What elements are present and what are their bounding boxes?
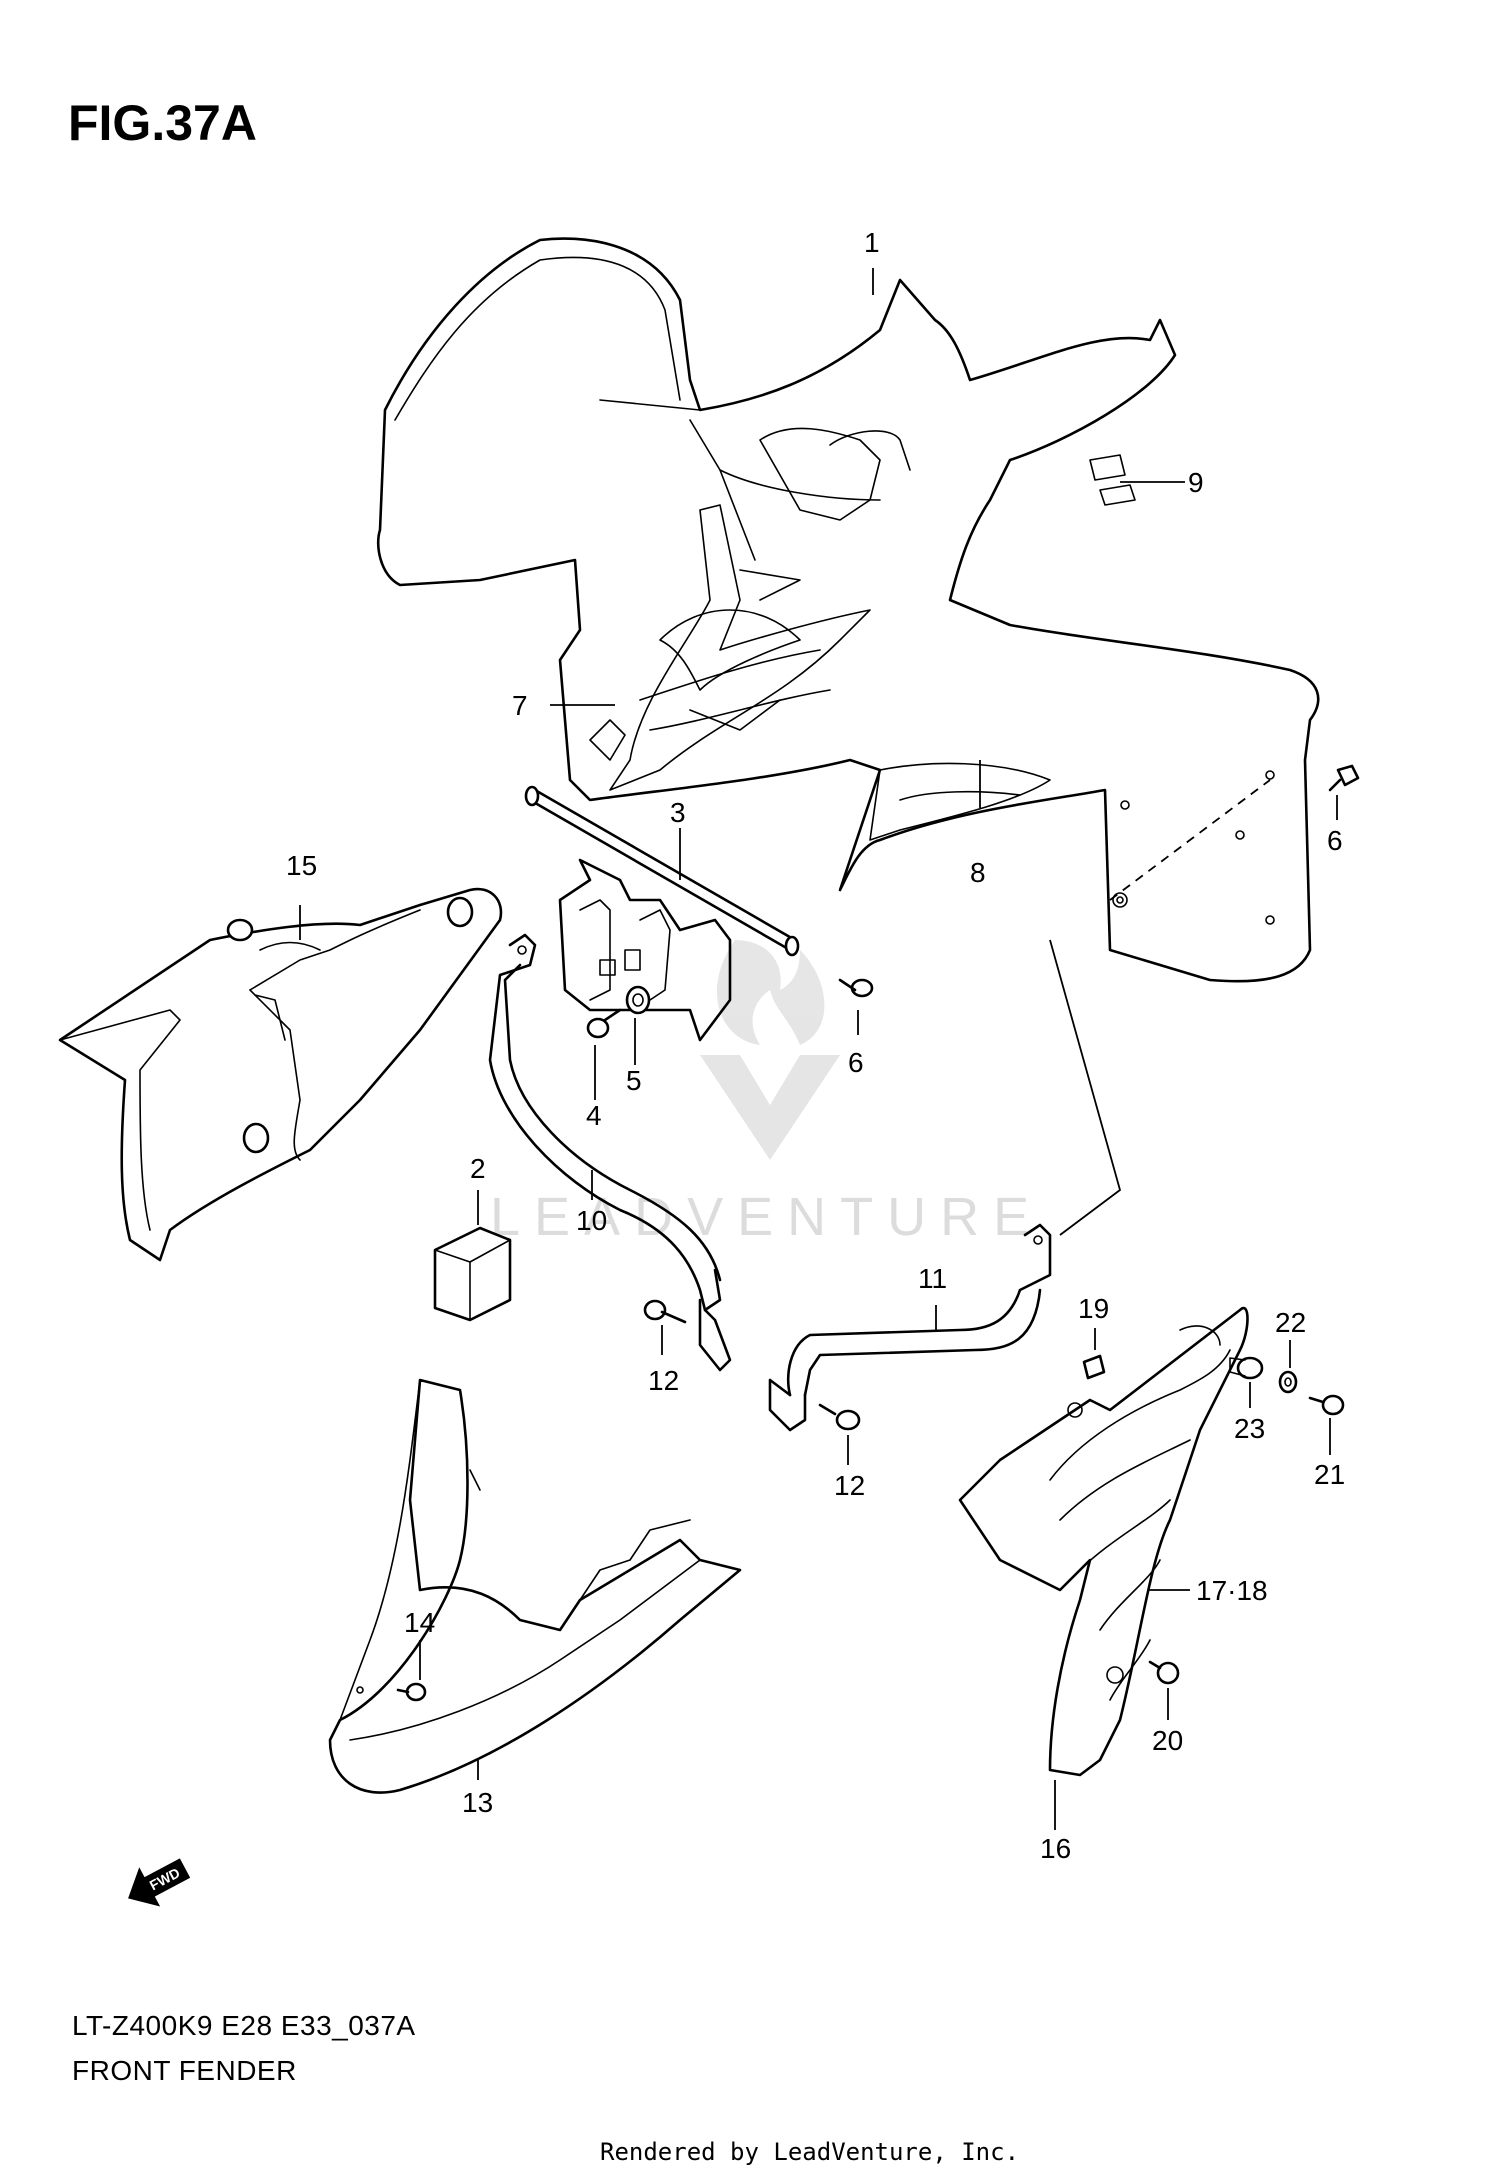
callout-13: 13 (462, 1787, 493, 1818)
dashed-leader (1109, 779, 1271, 901)
part-stay-right (768, 1223, 1052, 1432)
callout-10: 10 (576, 1205, 607, 1236)
part-under-cover (328, 1378, 742, 1794)
callout-1: 1 (864, 227, 880, 258)
figure-title: FIG.37A (68, 95, 257, 151)
part-side-panel-left (58, 887, 503, 1262)
leader-11-mount (1049, 939, 1122, 1236)
callout-2: 2 (470, 1153, 486, 1184)
callout-14: 14 (404, 1607, 435, 1638)
bolt-12-right (818, 1403, 861, 1431)
part-front-fender (376, 237, 1320, 983)
callout-12-left: 12 (648, 1365, 679, 1396)
clip-19 (1082, 1354, 1106, 1380)
callout-20: 20 (1152, 1725, 1183, 1756)
bolt-20 (1148, 1660, 1180, 1685)
callout-23: 23 (1234, 1413, 1265, 1444)
callout-labels: 1 2 3 4 5 6 6 7 8 9 10 11 12 12 13 14 15… (286, 227, 1345, 1864)
callout-6-lower: 6 (848, 1047, 864, 1078)
fwd-arrow-icon: FWD (128, 1858, 191, 1907)
part-stay-left (488, 933, 732, 1372)
callout-21: 21 (1314, 1459, 1345, 1490)
watermark-text: LEADVENTURE (490, 1187, 1043, 1247)
part-block (433, 1226, 512, 1322)
section-name: FRONT FENDER (72, 2055, 297, 2086)
callout-11: 11 (918, 1263, 947, 1294)
callout-19: 19 (1078, 1293, 1109, 1324)
bolt-6-upper (1328, 764, 1360, 792)
callout-7: 7 (512, 690, 528, 721)
bolt-12-left (643, 1299, 687, 1324)
watermark: LEADVENTURE (490, 940, 1043, 1247)
callout-17-18: 17·18 (1196, 1575, 1268, 1606)
screw-14 (396, 1682, 427, 1702)
callout-16: 16 (1040, 1833, 1071, 1864)
callout-6-upper: 6 (1327, 825, 1343, 856)
model-code: LT-Z400K9 E28 E33_037A (72, 2010, 416, 2041)
part-side-panel-right (958, 1306, 1249, 1777)
bolt-4 (586, 1008, 622, 1039)
footer-credit: Rendered by LeadVenture, Inc. (600, 2138, 1019, 2166)
fasteners (396, 764, 1360, 1702)
callout-3: 3 (670, 797, 686, 828)
part-mount-bracket (558, 858, 732, 1042)
collar-5 (625, 985, 651, 1015)
part-rod (524, 785, 800, 957)
callout-12-right: 12 (834, 1470, 865, 1501)
leader-lines (299, 268, 1338, 1830)
washer-22 (1278, 1370, 1298, 1394)
screw-21 (1308, 1394, 1345, 1416)
callout-5: 5 (626, 1065, 642, 1096)
callout-4: 4 (586, 1100, 602, 1131)
callout-15: 15 (286, 850, 317, 881)
collar-23 (1229, 1356, 1264, 1380)
bolt-6-lower (838, 978, 874, 998)
callout-22: 22 (1275, 1307, 1306, 1338)
callout-8: 8 (970, 857, 986, 888)
callout-9: 9 (1188, 467, 1204, 498)
